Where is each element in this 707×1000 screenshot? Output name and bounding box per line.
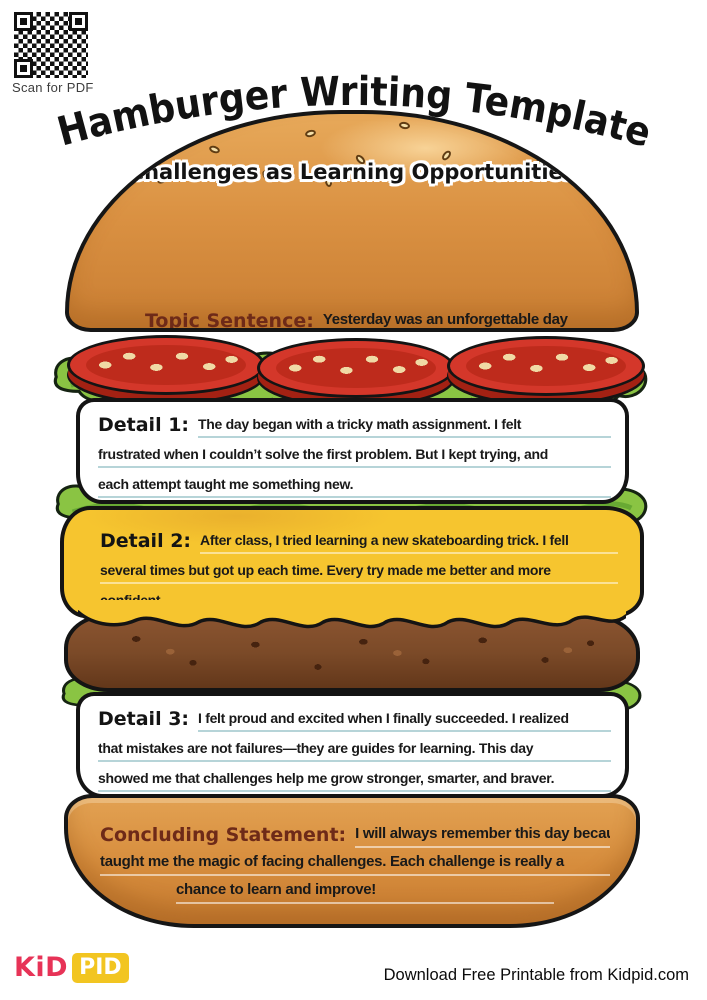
detail-text: each attempt taught me something new. (98, 476, 611, 498)
qr-finder-icon (14, 59, 33, 78)
detail-text: The day began with a tricky math assignm… (198, 416, 611, 438)
concluding-text: I will always remember this day because … (355, 825, 610, 848)
qr-caption: Scan for PDF (12, 80, 94, 95)
detail-text: I felt proud and excited when I finally … (198, 710, 611, 732)
detail-line: Detail 2: After class, I tried learning … (100, 524, 618, 554)
concluding-text: chance to learn and improve! (176, 881, 554, 904)
sesame-seed-icon (398, 121, 411, 130)
detail-line: Detail 3: I felt proud and excited when … (98, 702, 611, 732)
sesame-seed-icon (304, 128, 317, 139)
detail-3-label: Detail 3: (98, 708, 190, 731)
tomato-slice (257, 338, 455, 398)
cheese-layer: Detail 2: After class, I tried learning … (60, 506, 644, 618)
detail-text: several times but got up each time. Ever… (100, 562, 618, 584)
detail-text: frustrated when I couldn’t solve the fir… (98, 446, 611, 468)
kidpid-logo: KiD PID (14, 952, 129, 983)
footer-download-text: Download Free Printable from Kidpid.com (383, 966, 689, 984)
qr-finder-icon (14, 12, 33, 31)
detail-line: each attempt taught me something new. (98, 468, 611, 498)
detail-1-card: Detail 1: The day began with a tricky ma… (76, 398, 629, 504)
bottom-bun: Concluding Statement: I will always reme… (64, 794, 640, 928)
cheese-drip (78, 600, 626, 629)
detail-text: that mistakes are not failures—they are … (98, 740, 611, 762)
tomato-slice (447, 336, 645, 396)
concluding-label: Concluding Statement: (100, 824, 347, 847)
logo-kid-text: KiD (14, 952, 69, 983)
detail-3-section: Detail 3: I felt proud and excited when … (98, 702, 611, 792)
detail-3-card: Detail 3: I felt proud and excited when … (76, 692, 629, 798)
concluding-line: taught me the magic of facing challenges… (100, 848, 610, 876)
detail-2-label: Detail 2: (100, 530, 192, 553)
detail-line: frustrated when I couldn’t solve the fir… (98, 438, 611, 468)
essay-title: Challenges as Learning Opportunities (128, 160, 576, 184)
detail-line: that mistakes are not failures—they are … (98, 732, 611, 762)
detail-text: showed me that challenges help me grow s… (98, 770, 611, 792)
qr-finder-icon (69, 12, 88, 31)
concluding-section: Concluding Statement: I will always reme… (100, 820, 610, 904)
detail-1-label: Detail 1: (98, 414, 190, 437)
qr-code (12, 10, 90, 80)
detail-1-section: Detail 1: The day began with a tricky ma… (98, 408, 611, 498)
concluding-line: Concluding Statement: I will always reme… (100, 820, 610, 848)
concluding-text: taught me the magic of facing challenges… (100, 853, 610, 876)
detail-line: Detail 1: The day began with a tricky ma… (98, 408, 611, 438)
detail-line: several times but got up each time. Ever… (100, 554, 618, 584)
logo-pid-badge: PID (72, 952, 129, 983)
detail-line: showed me that challenges help me grow s… (98, 762, 611, 792)
topic-sentence-label: Topic Sentence: (145, 310, 314, 332)
concluding-line: chance to learn and improve! (100, 876, 610, 904)
topic-sentence-section: Topic Sentence: Yesterday was an unforge… (95, 304, 611, 332)
detail-text: After class, I tried learning a new skat… (200, 532, 618, 554)
sesame-seed-icon (208, 144, 221, 155)
tomato-slice (67, 335, 265, 395)
topic-text: Yesterday was an unforgettable day (323, 311, 611, 328)
topic-line: Topic Sentence: Yesterday was an unforge… (95, 304, 611, 332)
